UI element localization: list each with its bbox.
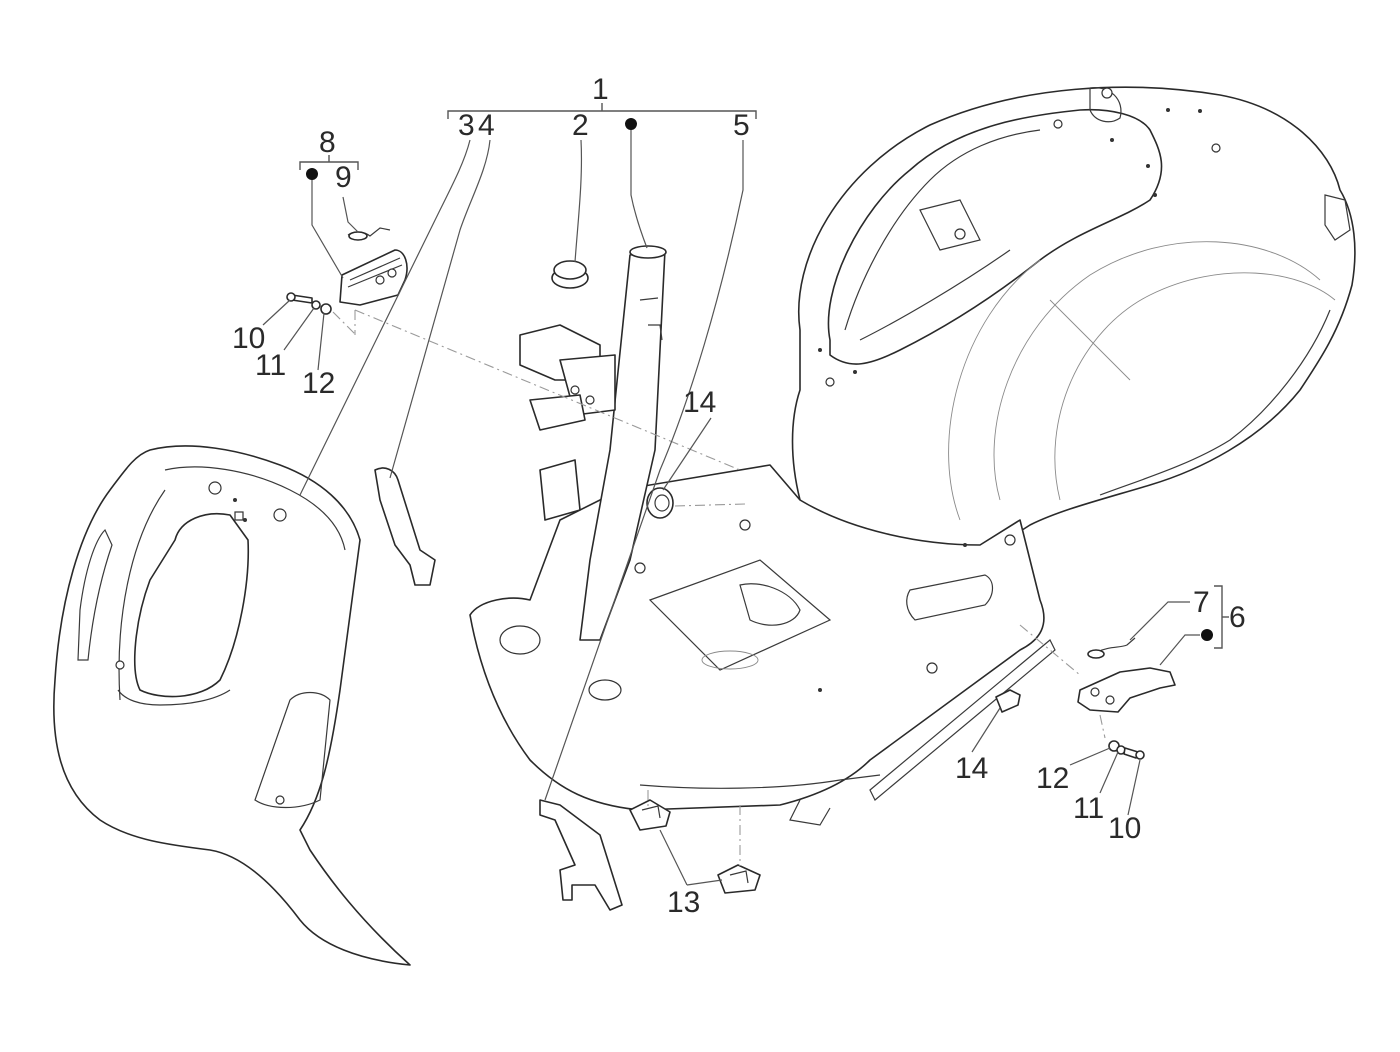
steering-column xyxy=(519,245,667,641)
bullet-group-1 xyxy=(625,118,637,130)
callout-labels: 1 2 3 4 5 6 7 8 9 10 11 12 10 11 12 13 1… xyxy=(232,73,1246,919)
side-rail xyxy=(869,639,1056,801)
bullet-group-8 xyxy=(306,168,318,180)
part-4-bracket-strip xyxy=(374,467,436,586)
callout-11-right: 11 xyxy=(1073,792,1104,825)
callout-11-left: 11 xyxy=(255,349,286,382)
leg-shield-outer xyxy=(53,445,411,966)
callout-leaders xyxy=(262,103,1229,886)
side-vent xyxy=(906,574,994,621)
callout-3: 3 xyxy=(458,109,475,142)
part-8-latch-left xyxy=(339,249,408,306)
callout-1: 1 xyxy=(592,73,609,106)
part-12-spacer-left xyxy=(320,303,332,315)
leg-shield-inner xyxy=(164,466,346,551)
callout-6: 6 xyxy=(1229,601,1246,634)
callout-14-right: 14 xyxy=(955,752,988,785)
floor-recess xyxy=(648,559,832,671)
centre-recess xyxy=(134,513,250,698)
alignment-lines xyxy=(332,309,1106,866)
callout-10-left: 10 xyxy=(232,322,265,355)
part-13-pad-1 xyxy=(629,799,671,831)
bracket-group-6 xyxy=(1214,585,1223,649)
part-10-screw-right xyxy=(1123,747,1139,759)
callout-12-left: 12 xyxy=(302,367,335,400)
bullet-group-6 xyxy=(1201,629,1213,641)
steering-tube xyxy=(579,249,666,641)
mount-hole xyxy=(1101,87,1113,99)
tail-slot xyxy=(1324,194,1351,241)
part-14-plug-right xyxy=(995,689,1021,713)
leg-shield xyxy=(53,445,411,966)
frame-body xyxy=(791,86,1356,561)
side-panel-curve xyxy=(993,241,1321,501)
callout-5: 5 xyxy=(733,109,750,142)
callout-12-right: 12 xyxy=(1036,762,1069,795)
part-13-pad-2 xyxy=(717,864,761,894)
callout-8: 8 xyxy=(319,126,336,159)
part-7-clip-right xyxy=(1096,637,1136,653)
part-11-washer-left xyxy=(311,300,321,310)
callout-14-center: 14 xyxy=(683,386,716,419)
vent-left xyxy=(77,528,113,661)
callout-4: 4 xyxy=(478,109,495,142)
cowl-inner-rail xyxy=(844,129,1041,331)
callout-7: 7 xyxy=(1193,586,1210,619)
part-2-grommet xyxy=(551,260,589,289)
callout-13: 13 xyxy=(667,886,700,919)
callout-9: 9 xyxy=(335,161,352,194)
part-6-latch-right xyxy=(1077,667,1176,713)
part-14-plug-center xyxy=(646,487,674,519)
part-5-trim-panel xyxy=(539,799,623,911)
cowl-opening xyxy=(827,108,1163,365)
callout-10-right: 10 xyxy=(1108,812,1141,845)
callout-2: 2 xyxy=(572,109,589,142)
vent-right xyxy=(254,691,331,809)
